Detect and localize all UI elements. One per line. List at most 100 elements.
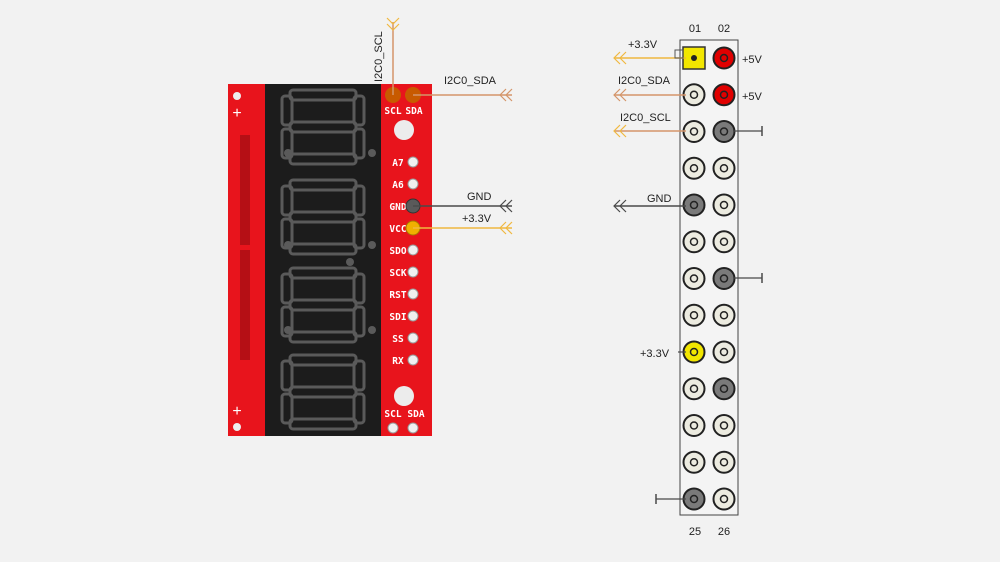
bottom-pad-scl [387, 422, 399, 434]
header-pin-19-hole [689, 384, 699, 393]
decimal-dot [346, 258, 354, 266]
board-pin-pad [407, 310, 419, 322]
header-pin-21-hole [689, 421, 699, 430]
decimal-dot [368, 149, 376, 157]
segment [288, 210, 358, 224]
header-pin-21 [682, 414, 706, 437]
pin4-label: +5V [742, 91, 763, 103]
header-pin-12 [712, 230, 736, 254]
header-pin-7 [682, 156, 706, 180]
header-pin-4-hole [719, 90, 729, 99]
pin9-label: GND [647, 193, 672, 205]
pin17-label: +3.3V [640, 348, 670, 360]
pin5-label: I2C0_SCL [620, 112, 671, 124]
header-pin-15-hole [689, 311, 699, 320]
sda-wire-label: I2C0_SDA [444, 75, 497, 87]
segment [352, 392, 366, 425]
header-pins [682, 46, 736, 511]
header-pin-25-hole [689, 494, 699, 504]
board-pin-label: GND [389, 202, 406, 213]
header-pin-14 [712, 267, 736, 290]
header-pin-24-hole [719, 458, 729, 467]
gnd-wire-label: GND [467, 191, 492, 203]
header-pin-10-hole [719, 200, 729, 210]
header-pin-5 [682, 120, 706, 143]
pin1-arrow [619, 51, 627, 65]
pin3-label: I2C0_SDA [618, 75, 671, 87]
decimal-dot [368, 241, 376, 249]
colon-dot [284, 149, 292, 157]
board-pin-label: VCC [389, 224, 406, 235]
segment [352, 127, 366, 160]
header-pin-12-hole [719, 237, 729, 246]
board-pin-pad [407, 266, 419, 278]
header-pin-9 [682, 193, 706, 217]
segment [280, 392, 294, 425]
board-pin-pad [407, 332, 419, 344]
header-pin-6 [712, 120, 736, 143]
header-pin-3 [682, 83, 706, 107]
segment [288, 298, 358, 312]
header-pin-13-hole [689, 274, 699, 283]
seven-segment-display [265, 84, 381, 436]
segment [352, 305, 366, 338]
header-pin-10 [712, 193, 736, 217]
digit [280, 88, 366, 166]
mount-hole [394, 120, 414, 140]
digit [280, 266, 366, 344]
pin5-arrow [613, 124, 621, 138]
header-pin-8-hole [719, 164, 729, 173]
header-pin-6-hole [719, 127, 729, 136]
bottom-pin-label-scl: SCL [384, 409, 401, 420]
header-pin-19 [682, 377, 706, 401]
mount-hole [233, 423, 241, 431]
plus-sign-top: + [232, 105, 241, 122]
segment [280, 184, 294, 217]
decimal-dot [368, 326, 376, 334]
colon-dot [284, 241, 292, 249]
header-pin-13 [682, 267, 706, 290]
pin-label-sda: SDA [405, 106, 422, 117]
header-connector: 01 02 25 26 [679, 23, 739, 538]
board-edge-detail [240, 250, 250, 360]
board-pin-label: RST [389, 290, 406, 301]
header-pin-9-hole [689, 200, 699, 210]
header-col-label-25: 25 [689, 526, 701, 538]
gnd-arrow [505, 199, 513, 213]
header-pin-11 [682, 230, 706, 254]
pin-label-scl: SCL [384, 106, 401, 117]
board-pin-pad [407, 244, 419, 256]
header-pin-4 [712, 83, 736, 107]
board-pin-label: SCK [389, 268, 406, 279]
digit [280, 353, 366, 431]
header-pin-5-hole [689, 127, 699, 136]
header-pin-16 [712, 303, 736, 327]
gnd-arrow [499, 199, 507, 213]
vcc-wire-label: +3.3V [462, 213, 492, 225]
header-pin-2-hole [719, 53, 729, 63]
header-col-label-02: 02 [718, 23, 730, 35]
header-pin-22-hole [719, 421, 729, 430]
bottom-pad-sda [407, 422, 419, 434]
board-pin-label: A6 [392, 180, 404, 191]
board-pin-label: A7 [392, 158, 403, 169]
colon-dot [284, 326, 292, 334]
segment [280, 94, 294, 127]
segment [288, 120, 358, 134]
header-pin-1-center [691, 55, 697, 61]
board-pin-pad [407, 178, 419, 190]
board-pin-label: SDO [389, 246, 406, 257]
sda-arrow [499, 88, 507, 102]
segment [280, 272, 294, 305]
header-pin-18-hole [719, 347, 729, 357]
display-wires: I2C0_SCL I2C0_SDA GND +3.3V [373, 17, 513, 235]
segment [352, 359, 366, 392]
header-pin-17 [682, 340, 706, 364]
segment [280, 305, 294, 338]
header-pin-18 [712, 340, 736, 364]
vcc-arrow [505, 221, 513, 235]
header-pin-25 [682, 487, 706, 511]
header-pin-26-hole [719, 494, 729, 504]
